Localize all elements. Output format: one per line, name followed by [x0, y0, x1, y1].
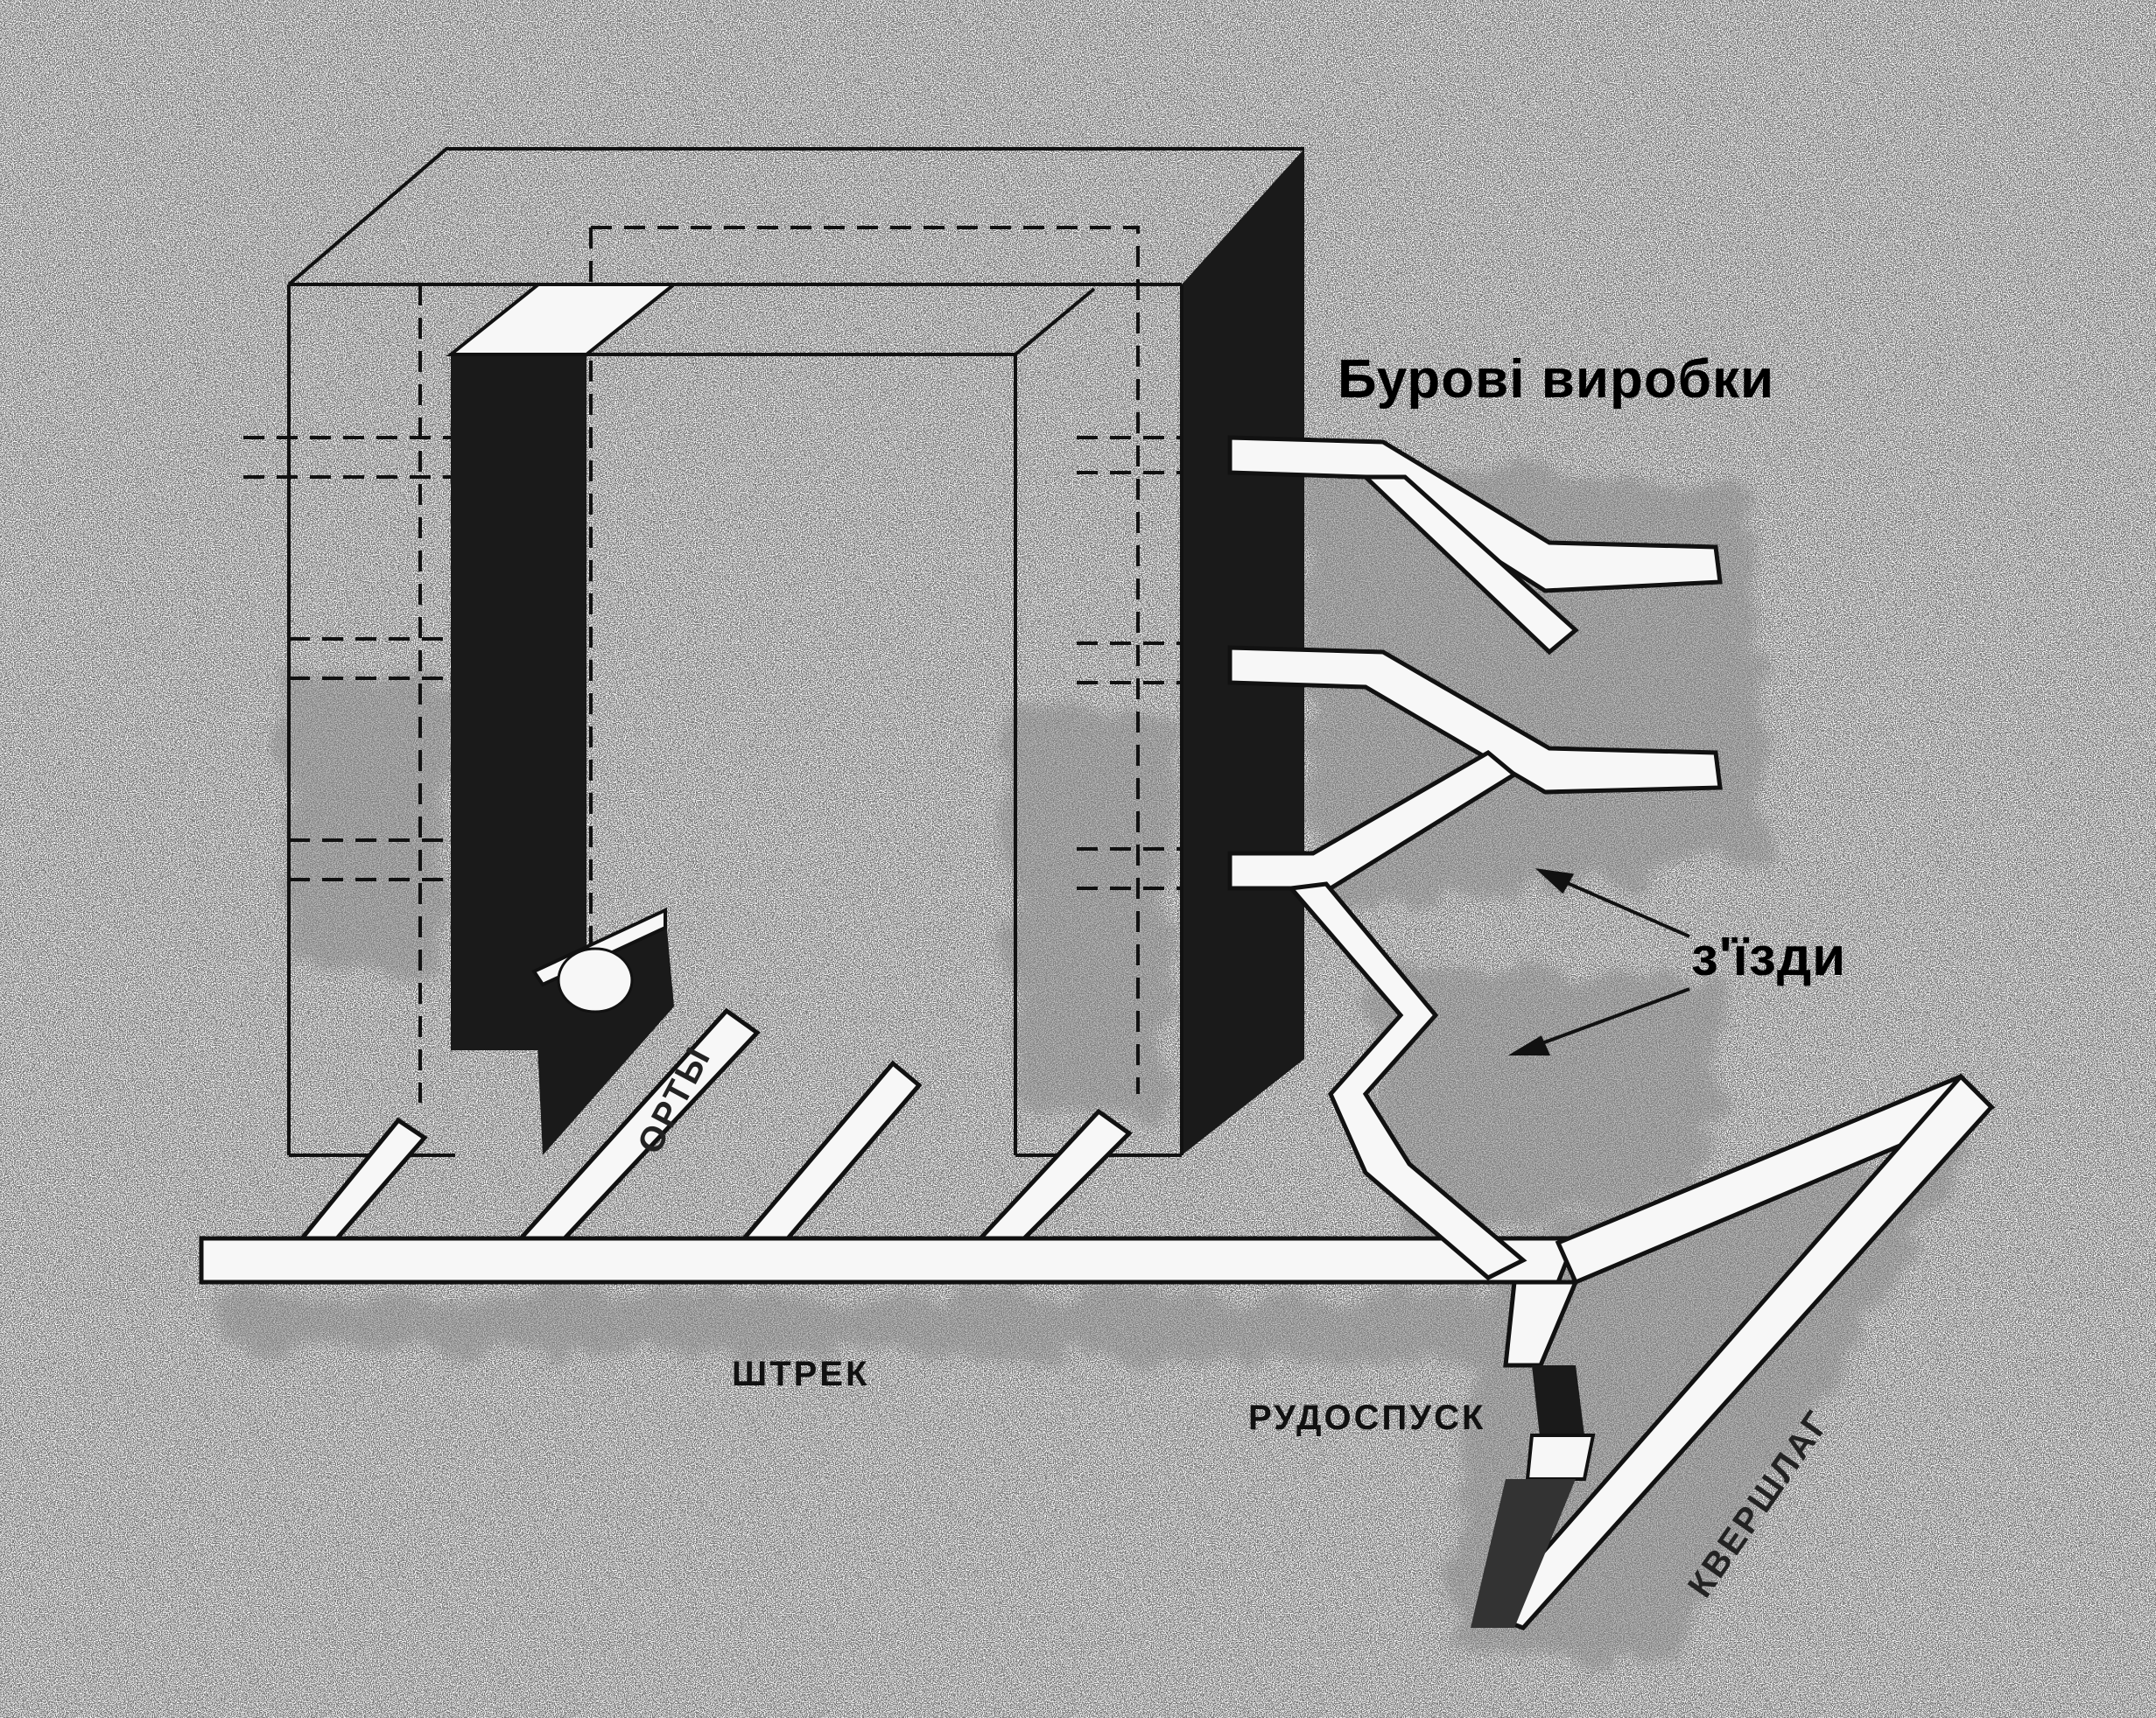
raises [1287, 474, 1579, 1280]
drift-label: ШТРЕК [732, 1355, 870, 1393]
drill-drifts [1227, 435, 1723, 891]
ore-pass-label: РУДОСПУСК [1248, 1399, 1486, 1437]
raises-label: з'їзди [1691, 927, 1847, 987]
drill-workings-label: Бурові виробки [1338, 349, 1775, 410]
main-drift [199, 1236, 1579, 1285]
ramp [1484, 1073, 1996, 1630]
ore-pass [1471, 1365, 1596, 1628]
crosscuts [297, 1007, 1133, 1241]
chute-block [531, 907, 674, 1155]
ore-block-outline [287, 147, 1304, 1157]
hidden-lines [243, 226, 1182, 1103]
left-stope-wall [446, 283, 1096, 1155]
raises-leader-lines [1507, 868, 1690, 1055]
